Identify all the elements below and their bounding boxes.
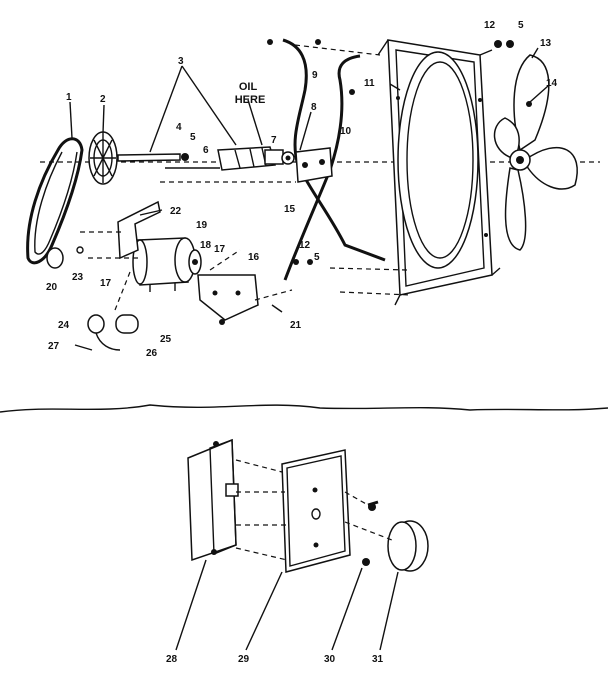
switch-24	[87, 314, 105, 334]
part-label-11: 11	[364, 78, 375, 89]
part-label-31: 31	[372, 654, 384, 665]
bearing-block	[295, 147, 333, 183]
section-divider	[0, 404, 608, 413]
part-label-3: 3	[178, 56, 184, 67]
part-label-21: 21	[290, 320, 302, 331]
part-label-22: 22	[170, 206, 182, 217]
part-label-14: 14	[546, 78, 558, 89]
part-label-23: 23	[72, 272, 84, 283]
part-label-6: 6	[203, 145, 209, 156]
part-label-27: 27	[48, 341, 60, 352]
belt-inner	[34, 151, 78, 255]
plate	[281, 449, 351, 573]
part-label-19: 19	[196, 220, 208, 231]
part-label-9: 9	[312, 70, 318, 81]
part-label-12: 12	[484, 20, 496, 31]
part-label-5c: 5	[314, 252, 320, 263]
screw-27	[74, 344, 93, 351]
part-label-10: 10	[340, 126, 352, 137]
pulley-20	[46, 247, 64, 269]
part-label-17: 17	[214, 244, 226, 255]
part-label-28: 28	[166, 654, 178, 665]
belt	[26, 137, 84, 265]
shroud-ring	[397, 51, 479, 269]
part-label-8: 8	[311, 102, 317, 113]
part-label-18: 18	[200, 240, 212, 251]
part-label-30: 30	[324, 654, 336, 665]
oil-note-line2: HERE	[235, 94, 266, 106]
part-label-24: 24	[58, 320, 70, 331]
part-label-4: 4	[176, 122, 182, 133]
part-label-13: 13	[540, 38, 552, 49]
part-label-15: 15	[284, 204, 296, 215]
part-label-2: 2	[100, 94, 106, 105]
oil-note-line1: OIL	[239, 81, 258, 93]
wire-26	[95, 332, 121, 351]
part-label-5: 5	[190, 132, 196, 143]
part-label-25: 25	[160, 334, 172, 345]
shaft	[117, 153, 181, 162]
part-label-12b: 12	[299, 240, 311, 251]
part-label-7: 7	[271, 135, 277, 146]
part-label-16: 16	[248, 252, 260, 263]
part-label-17b: 17	[100, 278, 112, 289]
oil-bearing-housing	[217, 146, 276, 171]
part-label-5b: 5	[518, 20, 524, 31]
capacitor-25	[115, 314, 139, 334]
part-label-20: 20	[46, 282, 58, 293]
part-label-29: 29	[238, 654, 250, 665]
frame-bracket	[282, 38, 386, 262]
motor-mount	[197, 274, 259, 321]
part-label-26: 26	[146, 348, 158, 359]
part-label-1: 1	[66, 92, 72, 103]
